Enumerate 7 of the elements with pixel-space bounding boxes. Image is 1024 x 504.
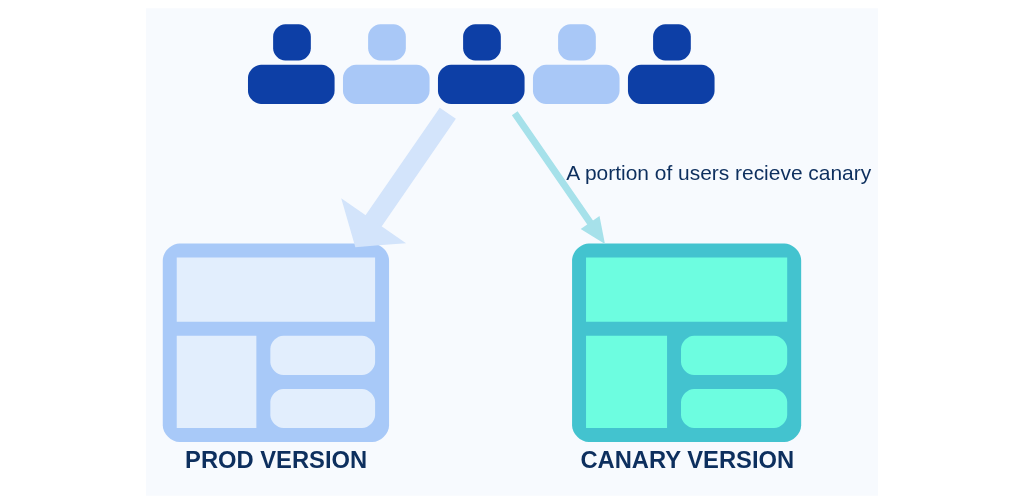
node-label: PROD VERSION	[185, 446, 368, 473]
node-box	[572, 243, 802, 442]
arrow	[511, 111, 605, 245]
edge-label: A portion of users recieve canary	[566, 161, 872, 185]
node-box	[162, 243, 390, 442]
node-label: CANARY VERSION	[580, 446, 795, 473]
arrow	[341, 107, 456, 248]
